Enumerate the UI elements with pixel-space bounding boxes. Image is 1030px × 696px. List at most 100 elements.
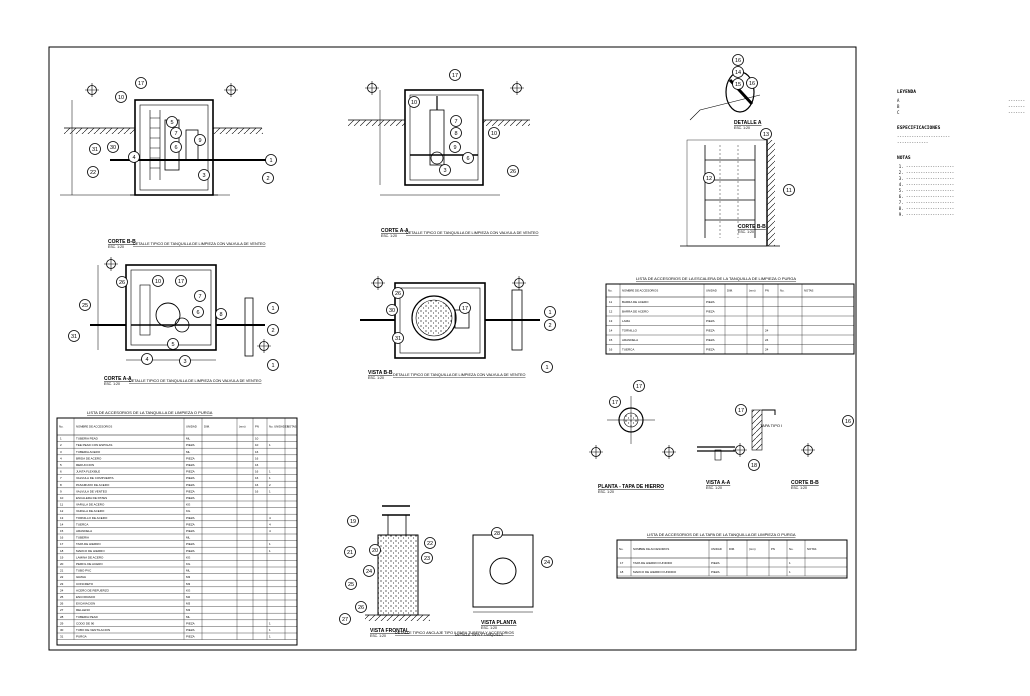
svg-text:10: 10 <box>155 279 161 285</box>
table-accesorios-main <box>56 417 298 646</box>
view-scale: ESC. 1:20 <box>104 382 120 386</box>
table-accesorios-cell: TUBERIA ACERO <box>76 450 101 454</box>
callout-30: 30 <box>107 141 119 153</box>
callout-11: 11 <box>783 184 795 196</box>
table-tapa-header: NOTAS <box>807 547 817 551</box>
view-label: CORTE B-B <box>791 480 819 486</box>
table-accesorios-cell: M3 <box>186 602 190 606</box>
table-escalera-cell: 24 <box>765 329 769 333</box>
view-scale: ESC. 1:20 <box>370 634 386 638</box>
callout-3: 3 <box>198 169 210 181</box>
table-accesorios-cell: 3 <box>60 450 62 454</box>
table-accesorios-title: LISTA DE ACCESORIOS DE LA TANQUILLA DE L… <box>87 410 213 415</box>
table-escalera-title: LISTA DE ACCESORIOS DE LA ESCALERA DE LA… <box>636 276 796 281</box>
view-label: VISTA PLANTA <box>481 620 517 626</box>
svg-text:1: 1 <box>545 365 548 371</box>
callout-16: 16 <box>746 77 758 89</box>
table-accesorios-cell: KG <box>186 503 191 507</box>
table-accesorios-cell: PIEZA <box>186 529 195 533</box>
table-accesorios-cell: PIEZA <box>186 621 195 625</box>
table-accesorios-cell: 24 <box>60 588 64 592</box>
svg-text:16: 16 <box>749 81 755 87</box>
svg-text:9: 9 <box>198 138 201 144</box>
table-accesorios-cell: KG <box>186 509 191 513</box>
view-corte-bb-left <box>60 82 270 196</box>
legend-title: LEYENDA <box>897 90 916 95</box>
table-accesorios-cell: PIEZA <box>186 483 195 487</box>
callout-10: 10 <box>152 275 164 287</box>
table-accesorios-cell: ESCALERA DE PATES <box>76 496 107 500</box>
callout-28: 28 <box>491 527 503 539</box>
table-accesorios-cell: 8 <box>60 483 62 487</box>
table-accesorios-cell: LAMINA DE ACERO <box>76 555 104 559</box>
callout-7: 7 <box>450 115 462 127</box>
callout-15: 15 <box>732 78 744 90</box>
callout-2: 2 <box>262 172 274 184</box>
table-accesorios-cell: 13 <box>60 516 64 520</box>
table-accesorios-cell: 9 <box>60 489 62 493</box>
table-accesorios-header: NOTAS <box>287 425 297 429</box>
callout-4: 4 <box>128 151 140 163</box>
svg-text:4: 4 <box>132 155 135 161</box>
table-tapa-cell: TAPA DE HIERRO FUNDIDO <box>633 561 673 565</box>
table-escalera-cell: 14 <box>609 329 613 333</box>
view-corte-aa-center <box>348 80 530 196</box>
view-title: DETALLE TIPICO DE TANQUILLA DE LIMPIEZA … <box>133 242 266 246</box>
callout-26: 26 <box>116 276 128 288</box>
table-accesorios-cell: 1 <box>269 542 271 546</box>
table-accesorios-header: No. <box>59 425 64 429</box>
table-accesorios-cell: 18 <box>60 549 64 553</box>
table-accesorios-cell: CONCRETO <box>76 582 94 586</box>
callout-26: 26 <box>355 601 367 613</box>
table-accesorios-cell: TUBO PVC <box>76 569 92 573</box>
callout-1: 1 <box>541 361 553 373</box>
table-accesorios-cell: 10 <box>60 496 64 500</box>
table-escalera-cell: PIEZA <box>706 338 715 342</box>
table-accesorios-cell: TEE PEAD CON ESPIGAS <box>76 443 112 447</box>
table-accesorios-cell: PIEZA <box>186 628 195 632</box>
table-accesorios-cell: 22 <box>60 575 64 579</box>
callout-17: 17 <box>459 302 471 314</box>
table-accesorios-cell: 31 <box>60 635 64 639</box>
table-tapa-cell: 1 <box>789 570 791 574</box>
table-escalera-header: DIM. <box>727 289 733 293</box>
svg-text:26: 26 <box>119 280 125 286</box>
svg-text:15: 15 <box>735 82 741 88</box>
table-escalera-cell: 24 <box>765 338 769 342</box>
callout-6: 6 <box>462 152 474 164</box>
svg-text:3: 3 <box>202 173 205 179</box>
svg-text:5: 5 <box>170 120 173 126</box>
table-accesorios-cell: 16 <box>255 470 259 474</box>
drawing-border <box>48 46 857 651</box>
table-accesorios-cell: 1 <box>269 628 271 632</box>
table-accesorios-cell: TORNILLO DE ACERO <box>76 516 108 520</box>
table-accesorios-cell: 16 <box>255 456 259 460</box>
svg-text:21: 21 <box>347 550 353 556</box>
callout-17: 17 <box>175 275 187 287</box>
callout-26: 26 <box>392 287 404 299</box>
svg-text:24: 24 <box>544 560 550 566</box>
view-label: VISTA FRONTAL <box>370 628 409 634</box>
table-escalera-header: UNIDAD <box>706 289 717 293</box>
table-escalera-cell: LAMA <box>622 319 630 323</box>
callout-18: 18 <box>748 459 760 471</box>
svg-text:4: 4 <box>145 357 148 363</box>
table-accesorios-cell: 16 <box>60 536 64 540</box>
svg-text:16: 16 <box>845 419 851 425</box>
svg-text:25: 25 <box>348 582 354 588</box>
view-title: DETALLE TIPICO DE TANQUILLA DE LIMPIEZA … <box>129 379 262 383</box>
callout-5: 5 <box>167 338 179 350</box>
view-scale: ESC. 1:20 <box>706 486 722 490</box>
table-accesorios-header: NOMBRE DE ACCESORIOS <box>76 425 112 429</box>
view-anclaje <box>365 505 534 621</box>
table-accesorios-cell: 10 <box>255 443 259 447</box>
table-escalera-cell: BARRA DE ACERO <box>622 300 649 304</box>
svg-text:1: 1 <box>271 306 274 312</box>
table-accesorios-cell: PIEZA <box>186 463 195 467</box>
view-label: VISTA B-B <box>368 370 393 376</box>
note-item: -------------------- <box>906 200 1025 206</box>
table-accesorios-cell: 1 <box>269 470 271 474</box>
callout-17: 17 <box>609 396 621 408</box>
svg-text:17: 17 <box>636 384 642 390</box>
svg-text:10: 10 <box>118 95 124 101</box>
